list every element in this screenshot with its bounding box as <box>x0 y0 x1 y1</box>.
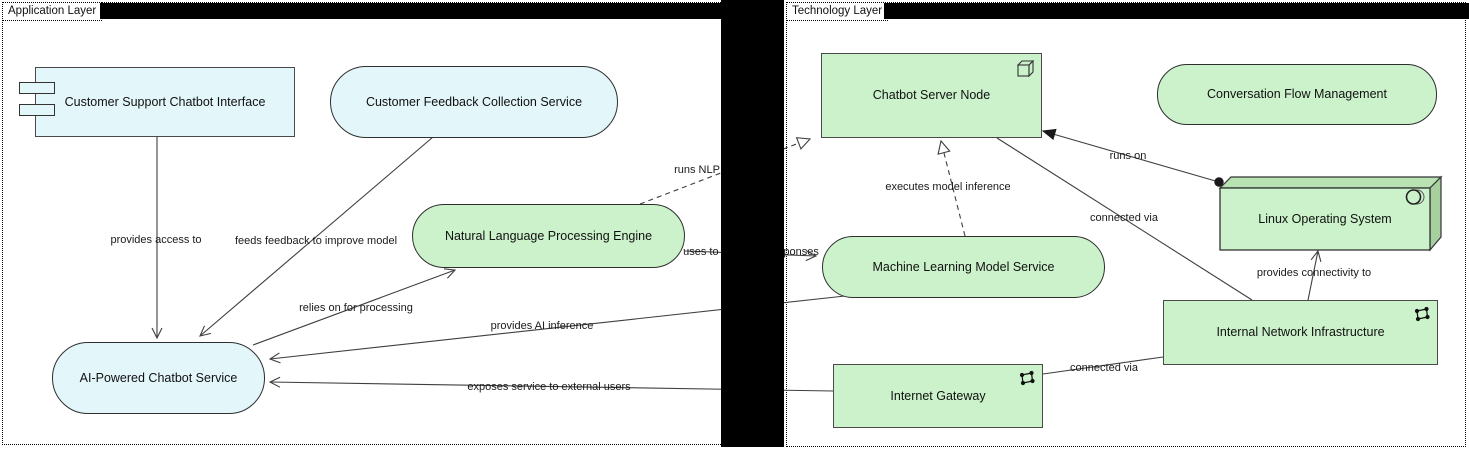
edge-feeds-feedback <box>199 136 434 337</box>
node-customer-feedback-collection-service[interactable]: Customer Feedback Collection Service <box>330 66 618 138</box>
component-icon <box>19 82 55 94</box>
node-label: Internet Gateway <box>890 388 986 403</box>
arrowhead-hollow <box>795 137 812 150</box>
edge-label-provides-access: provides access to <box>110 234 202 246</box>
edge-label-provides-ai: provides AI inference <box>490 320 594 332</box>
node-linux-operating-system[interactable]: Linux Operating System <box>1220 188 1430 250</box>
component-icon <box>19 104 55 116</box>
edge-label-connected-via-1: connected via <box>1090 212 1158 224</box>
node-label: Machine Learning Model Service <box>872 259 1055 274</box>
edge-connected-via-1 <box>996 137 1253 301</box>
assignment-ball-icon <box>1214 177 1224 187</box>
node-machine-learning-model-service[interactable]: Machine Learning Model Service <box>822 236 1105 298</box>
edge-label-exposes-service: exposes service to external users <box>467 381 631 393</box>
node-ai-powered-chatbot-service[interactable]: AI-Powered Chatbot Service <box>52 342 265 414</box>
node-label: AI-Powered Chatbot Service <box>79 370 238 385</box>
node-label: Internal Network Infrastructure <box>1216 325 1385 339</box>
node-label: Linux Operating System <box>1258 212 1392 226</box>
device-circle-icon <box>1405 189 1422 205</box>
arrowhead-open <box>199 325 212 337</box>
edge-label-provides-connectivity: provides connectivity to <box>1256 267 1372 279</box>
arrowhead-open <box>805 250 818 262</box>
node-label: Natural Language Processing Engine <box>444 228 653 243</box>
node-label: Customer Support Chatbot Interface <box>64 94 266 109</box>
arrowhead-open <box>268 352 281 364</box>
arrowhead-open <box>151 327 163 340</box>
node-internet-gateway[interactable]: Internet Gateway <box>833 364 1043 428</box>
arrowhead-open <box>268 376 281 388</box>
application-layer-label: Application Layer <box>8 5 97 17</box>
node-internal-network-infrastructure[interactable]: Internal Network Infrastructure <box>1163 300 1438 365</box>
application-layer-tab: Application Layer <box>2 2 103 21</box>
node-cube-icon <box>1017 60 1034 77</box>
node-linux-operating-system-shape[interactable] <box>1218 174 1444 252</box>
node-natural-language-processing-engine[interactable]: Natural Language Processing Engine <box>412 204 685 268</box>
arrowhead-filled <box>1041 128 1057 140</box>
node-conversation-flow-management[interactable]: Conversation Flow Management <box>1157 64 1437 125</box>
redaction-bar-right <box>884 3 1469 19</box>
edge-runs-on <box>1052 133 1220 183</box>
edge-label-executes-inference: executes model inference <box>885 181 1011 193</box>
technology-layer-label: Technology Layer <box>792 5 883 17</box>
edge-runs-nlp <box>639 142 800 205</box>
network-icon <box>1019 370 1035 386</box>
edge-relies-on <box>252 269 456 346</box>
node-customer-support-chatbot-interface[interactable]: Customer Support Chatbot Interface <box>19 67 295 137</box>
redaction-bar-left <box>100 3 722 19</box>
arrowhead-hollow <box>937 139 951 155</box>
arrowhead-open <box>443 268 457 279</box>
edge-label-runs-nlp: runs NLP <box>674 164 720 176</box>
edge-executes-inference <box>943 152 966 237</box>
network-icon <box>1414 306 1430 322</box>
edge-connected-via-2 <box>1042 356 1164 375</box>
node-label: Conversation Flow Management <box>1207 87 1387 101</box>
technology-layer-tab: Technology Layer <box>786 2 889 21</box>
technology-layer-group <box>786 2 1466 447</box>
redaction-band <box>721 0 784 447</box>
node-chatbot-server-node[interactable]: Chatbot Server Node <box>821 53 1042 138</box>
arrowhead-open <box>1310 249 1322 262</box>
edge-label-runs-on: runs on <box>1109 150 1147 162</box>
node-label: Customer Feedback Collection Service <box>365 94 583 109</box>
edge-label-relies-on: relies on for processing <box>299 302 413 314</box>
node-label: Chatbot Server Node <box>872 88 991 102</box>
edge-provides-connectivity <box>1307 250 1319 301</box>
edge-label-connected-via-2: connected via <box>1070 362 1138 374</box>
edge-label-feeds-feedback: feeds feedback to improve model <box>234 235 398 247</box>
